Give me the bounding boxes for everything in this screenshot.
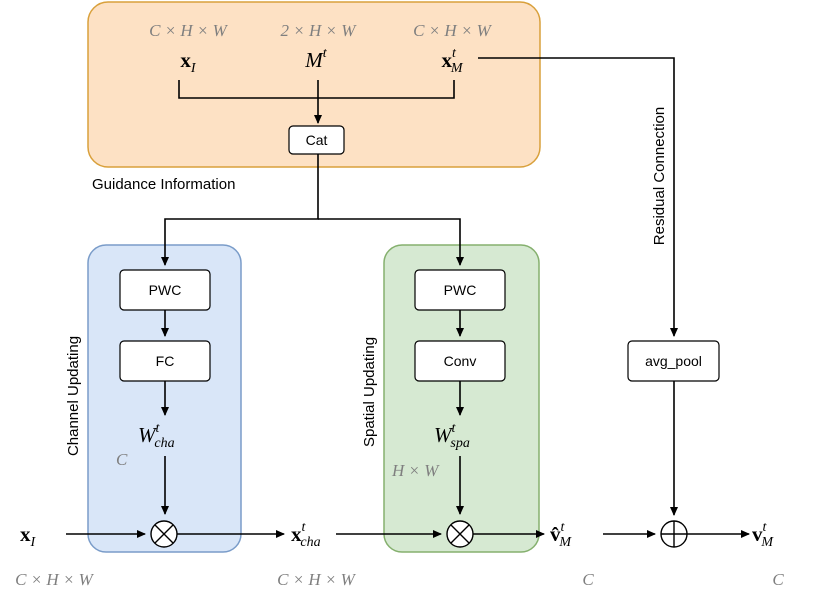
fc-label: FC: [156, 353, 175, 369]
input-xi-symbol: xI: [180, 48, 197, 76]
input-xi-dim: C × H × W: [149, 21, 229, 40]
bottom-vhat-dim: C: [582, 570, 594, 589]
spatial-label: Spatial Updating: [361, 337, 378, 447]
input-xm-dim: C × H × W: [413, 21, 493, 40]
cat-box: [288, 125, 345, 155]
spatial-pwc-label: PWC: [444, 282, 477, 298]
residual-label: Residual Connection: [651, 107, 668, 245]
channel-label: Channel Updating: [65, 336, 82, 456]
spatial-weight-dim: H × W: [391, 461, 440, 480]
guidance-label: Guidance Information: [92, 176, 235, 193]
guidance-group: [87, 1, 541, 168]
cat-label: Cat: [306, 132, 328, 148]
bottom-out-dim: C: [772, 570, 784, 589]
bottom-input-dim: C × H × W: [15, 570, 95, 589]
multiply-icon: [154, 524, 174, 544]
add-icon: [661, 521, 687, 547]
bottom-input-xi: xI: [20, 522, 37, 550]
multiply-icon: [450, 524, 470, 544]
input-m-dim: 2 × H × W: [281, 21, 358, 40]
input-m-symbol: Mt: [304, 46, 328, 72]
spatial-group: [383, 244, 540, 553]
avg-pool-label: avg_pool: [645, 353, 702, 369]
channel-pwc-label: PWC: [149, 282, 182, 298]
conv-label: Conv: [444, 353, 477, 369]
bottom-mid-dim: C × H × W: [277, 570, 357, 589]
channel-weight-dim: C: [116, 450, 128, 469]
